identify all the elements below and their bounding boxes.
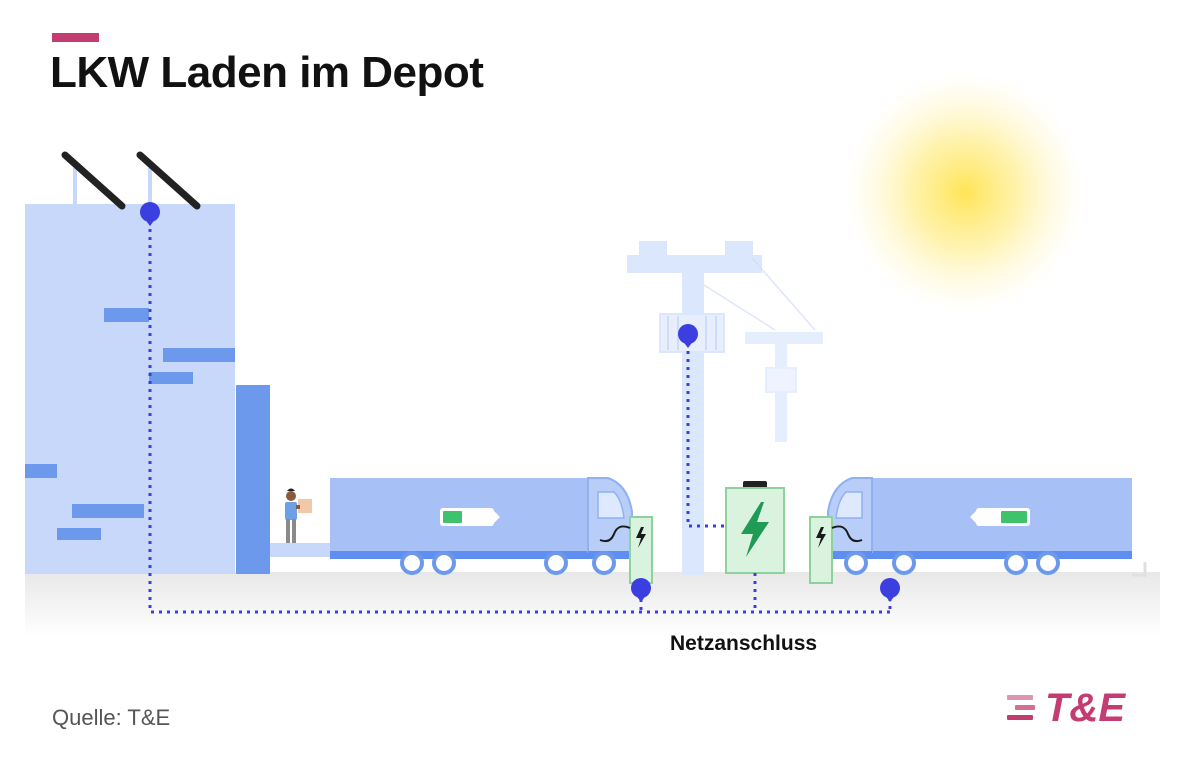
ground — [25, 572, 1160, 637]
source-caption: Quelle: T&E — [52, 705, 171, 730]
lightning-icon — [741, 502, 769, 557]
logo-text: T&E — [1045, 686, 1125, 730]
right-truck — [827, 477, 1147, 577]
left-truck — [330, 477, 633, 575]
connection-pin — [678, 324, 698, 348]
grid-connection-label: Netzanschluss — [670, 632, 818, 655]
worker-icon — [285, 488, 312, 543]
page-title: LKW Laden im Depot — [50, 48, 484, 97]
left-truck-battery-icon — [440, 508, 500, 526]
depot-building — [25, 204, 330, 574]
connection-pin — [880, 578, 900, 602]
logo-stripes-icon — [1007, 695, 1035, 720]
solar-panel-icon — [61, 151, 201, 210]
connection-pin — [140, 202, 160, 226]
right-charger-icon — [809, 516, 863, 584]
te-logo: T&E — [1005, 688, 1140, 728]
battery-icon — [725, 481, 785, 574]
sun-icon — [845, 72, 1085, 312]
right-truck-battery-icon — [970, 508, 1030, 526]
title-accent-bar — [52, 33, 99, 42]
utility-pole-far — [703, 257, 823, 442]
connection-pin — [631, 578, 651, 602]
